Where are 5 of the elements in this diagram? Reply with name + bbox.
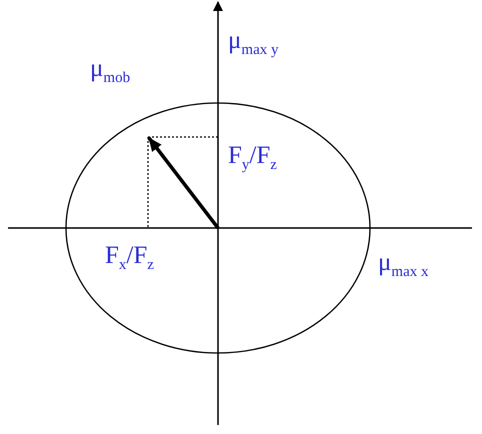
axis-label: μ$_{max x}$ xyxy=(378,250,428,280)
ratio-label: F$_{y}$/F$_{z}$ xyxy=(228,143,277,173)
axis-label: μ$_{max y}$ xyxy=(228,28,278,58)
ellipse-label: μ$_{mob}$ xyxy=(90,56,130,86)
ratio-label: F$_{x}$/F$_{z}$ xyxy=(105,243,154,273)
